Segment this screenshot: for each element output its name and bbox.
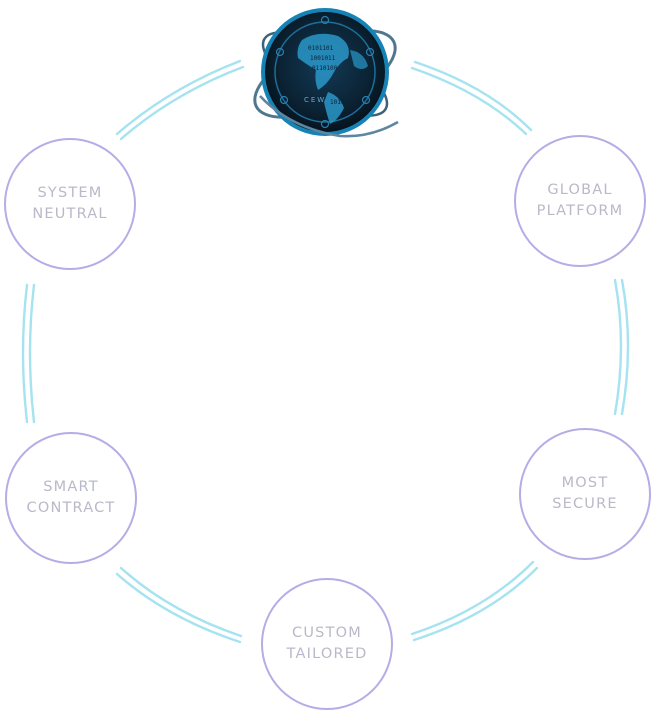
node-label-line1: MOST [561,475,609,491]
connector-globe-global-platform [410,60,533,136]
node-global-platform: GLOBAL PLATFORM [514,135,646,267]
node-label-line2: TAILORED [286,646,368,662]
connector-system-neutral-smart-contract [21,283,36,424]
node-most-secure: MOST SECURE [519,428,651,560]
node-label: GLOBAL PLATFORM [537,180,624,222]
node-smart-contract: SMART CONTRACT [5,432,137,564]
svg-text:0110100: 0110100 [312,65,338,72]
node-label-line1: SMART [43,479,99,495]
node-label-line2: CONTRACT [26,500,116,516]
node-label-line1: SYSTEM [37,185,103,201]
connector-most-secure-custom-tailored [410,560,539,642]
connector-smart-contract-custom-tailored [115,566,243,644]
node-label: MOST SECURE [552,473,618,515]
node-label-line2: NEUTRAL [32,206,108,222]
globe-coin-text: CEW [304,96,326,104]
connector-global-platform-most-secure [613,278,630,416]
node-custom-tailored: CUSTOM TAILORED [261,578,393,710]
node-label-line2: PLATFORM [536,203,624,219]
node-label-line2: SECURE [552,496,618,512]
node-label: SYSTEM NEUTRAL [32,183,107,225]
node-label: CUSTOM TAILORED [287,623,368,665]
connector-globe-system-neutral [115,59,245,141]
node-system-neutral: SYSTEM NEUTRAL [4,138,136,270]
svg-text:0101101: 0101101 [308,45,334,52]
node-label-line1: CUSTOM [292,625,362,641]
globe-coin-icon: 0101101 1001011 0110100 1010 CEW [240,0,410,160]
svg-text:1001011: 1001011 [310,55,336,62]
node-label: SMART CONTRACT [27,477,116,519]
node-label-line1: GLOBAL [547,182,613,198]
svg-text:1010: 1010 [330,99,345,106]
